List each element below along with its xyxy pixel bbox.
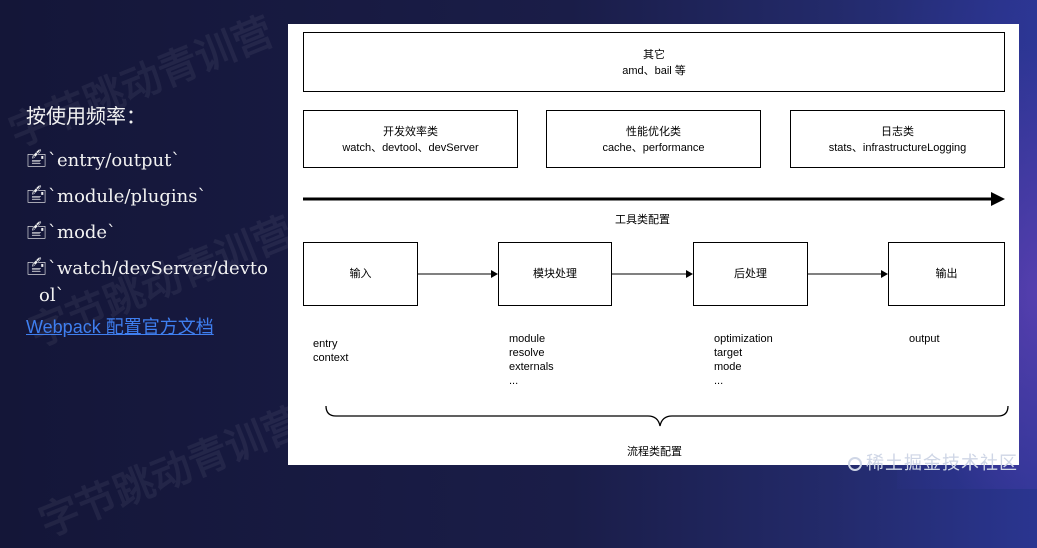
input-options: entry context — [313, 337, 348, 365]
tools-config-label: 工具类配置 — [615, 214, 670, 226]
brand-text: 稀土掘金技术社区 — [866, 453, 1018, 473]
option-item: ... — [509, 375, 519, 387]
flow-brace — [325, 405, 1009, 427]
tool-box-performance: 性能优化类 cache、performance — [546, 110, 761, 168]
tools-arrow — [303, 192, 1005, 206]
box-subtitle: watch、devtool、devServer — [342, 142, 479, 154]
other-config-box: 其它 amd、bail 等 — [303, 32, 1005, 92]
option-item: module — [509, 333, 546, 345]
list-item-text: `entry/output` — [48, 150, 181, 171]
option-item: externals — [509, 361, 554, 373]
box-subtitle: amd、bail 等 — [622, 65, 686, 77]
box-title: 其它 — [643, 49, 665, 61]
box-title: 模块处理 — [533, 268, 577, 280]
option-item: optimization — [714, 333, 773, 345]
tool-box-dev-efficiency: 开发效率类 watch、devtool、devServer — [303, 110, 518, 168]
list-item-text: `watch/devServer/devto — [48, 258, 268, 279]
box-title: 性能优化类 — [626, 126, 681, 138]
tool-box-logging: 日志类 stats、infrastructureLogging — [790, 110, 1005, 168]
box-title: 输出 — [935, 268, 958, 280]
list-item: 🖆`mode` — [26, 215, 268, 251]
flow-box-post-process: 后处理 — [693, 242, 808, 306]
box-title: 开发效率类 — [383, 126, 438, 138]
option-item: mode — [714, 361, 742, 373]
flow-box-module: 模块处理 — [498, 242, 612, 306]
flow-arrow — [808, 270, 888, 278]
option-item: entry — [313, 338, 338, 350]
flow-box-output: 输出 — [888, 242, 1005, 306]
list-item-text: `mode` — [48, 222, 117, 243]
flow-arrow — [612, 270, 693, 278]
diagram-panel: 其它 amd、bail 等 开发效率类 watch、devtool、devSer… — [288, 24, 1019, 465]
box-title: 输入 — [349, 268, 372, 280]
option-item: ... — [714, 375, 724, 387]
watermark-3: 字节跳动青训营 — [33, 398, 310, 547]
slide-text: 按使用频率： 🖆`entry/output` 🖆`module/plugins`… — [26, 100, 268, 339]
hand-pointing-icon: 🖆 — [26, 150, 48, 171]
hand-pointing-icon: 🖆 — [26, 186, 48, 207]
list-item-wrap: ol` — [39, 285, 65, 306]
list-item: 🖆`watch/devServer/devto — [26, 251, 268, 287]
list-item: 🖆`entry/output` — [26, 143, 268, 179]
flow-config-label: 流程类配置 — [627, 446, 682, 458]
module-options: module resolve externals ... — [509, 332, 554, 388]
hand-pointing-icon: 🖆 — [26, 258, 48, 279]
box-title: 日志类 — [881, 126, 914, 138]
slide-heading: 按使用频率： — [26, 106, 146, 128]
flow-arrow — [418, 270, 498, 278]
brand-logo-icon — [848, 457, 862, 472]
option-item: output — [909, 333, 940, 345]
option-item: target — [714, 347, 743, 359]
option-item: resolve — [509, 347, 545, 359]
webpack-docs-link[interactable]: Webpack 配置官方文档 — [26, 317, 214, 337]
list-item-text: `module/plugins` — [48, 186, 207, 207]
box-subtitle: cache、performance — [602, 142, 705, 154]
list-item: 🖆`module/plugins` — [26, 179, 268, 215]
output-options: output — [909, 332, 940, 346]
option-item: context — [313, 352, 349, 364]
brand-mark: 稀土掘金技术社区 — [848, 449, 1018, 475]
flow-arrows — [418, 270, 888, 278]
flow-box-input: 输入 — [303, 242, 418, 306]
post-process-options: optimization target mode ... — [714, 332, 773, 388]
box-subtitle: stats、infrastructureLogging — [828, 142, 967, 154]
box-title: 后处理 — [734, 268, 767, 280]
hand-pointing-icon: 🖆 — [26, 222, 48, 243]
